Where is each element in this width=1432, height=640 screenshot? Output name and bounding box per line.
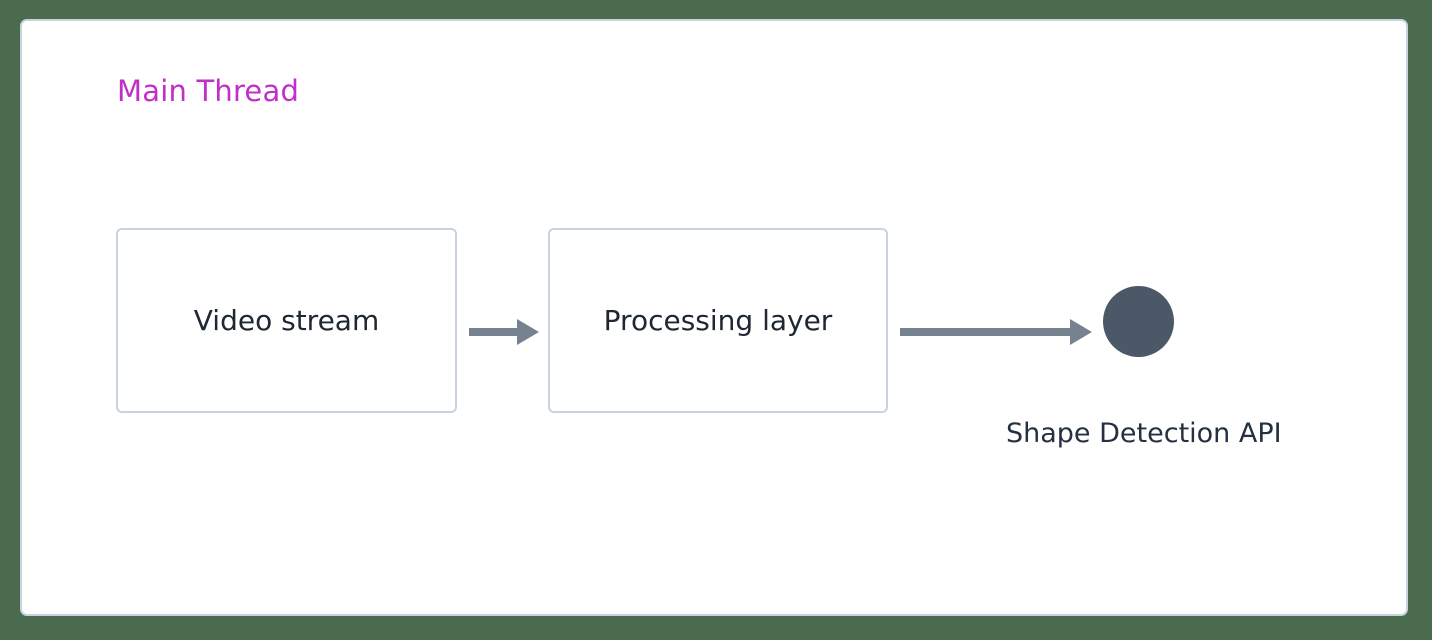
node-processing-layer-label: Processing layer [603,303,833,337]
arrow-video-stream-to-processing-layer [469,319,539,345]
shape-detection-api-label: Shape Detection API [1006,418,1282,449]
node-processing-layer[interactable]: Processing layer [548,228,888,413]
shape-detection-api-circle-icon[interactable] [1103,286,1174,357]
arrow-processing-layer-to-shape-detection-api [900,319,1092,345]
diagram-frame: Main Thread Video stream Processing laye… [20,19,1408,616]
node-video-stream-label: Video stream [193,303,380,337]
node-video-stream[interactable]: Video stream [116,228,457,413]
main-thread-label: Main Thread [117,74,300,108]
